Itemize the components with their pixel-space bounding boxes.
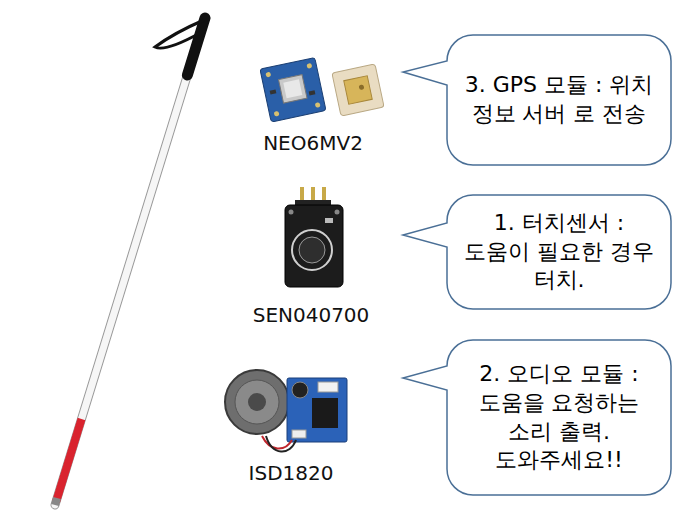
callout-bubble: 2. 오디오 모듈 : 도움을 요청하는 소리 출력. 도와주세요!! (447, 340, 671, 495)
callout-bubble: 1. 터치센서 : 도움이 필요한 경우 터치. (447, 195, 671, 309)
part-name: SEN040700 (253, 303, 370, 327)
audio-module (225, 370, 347, 452)
gps-module (260, 58, 384, 122)
callout-bubble: 3. GPS 모듈 : 위치 정보 서버 로 전송 (447, 35, 671, 165)
bubble-path (403, 35, 671, 165)
part-name: NEO6MV2 (263, 131, 363, 155)
bubble-path (403, 195, 671, 309)
touch-sensor-module (285, 187, 343, 287)
bubble-outline (447, 35, 671, 165)
callout-text: 3. GPS 모듈 : 위치 정보 서버 로 전송 (461, 71, 657, 128)
bubble-path (403, 340, 671, 495)
callout-text: 2. 오디오 모듈 : 도움을 요청하는 소리 출력. 도와주세요!! (461, 360, 657, 474)
white-cane (55, 18, 205, 505)
part-name: ISD1820 (249, 461, 334, 485)
callout-text: 1. 터치센서 : 도움이 필요한 경우 터치. (461, 209, 657, 295)
